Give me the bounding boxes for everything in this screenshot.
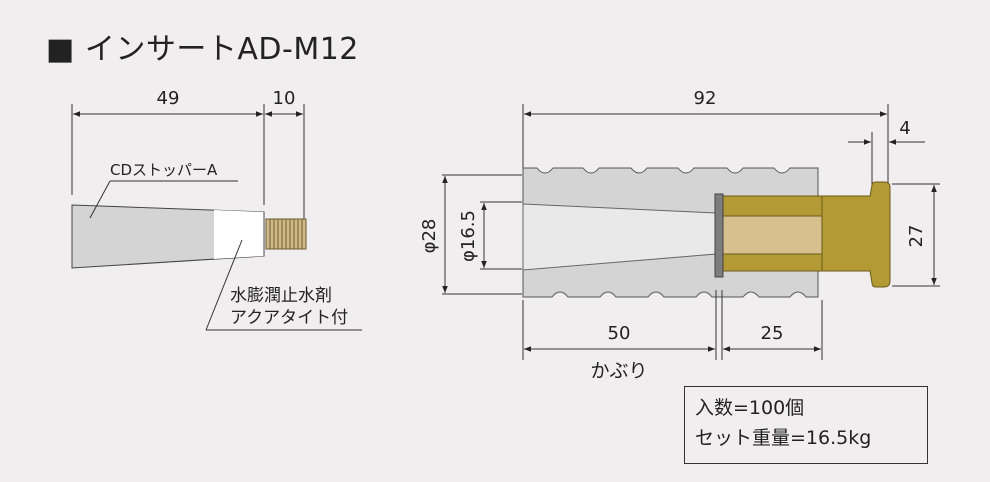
info-box: 入数=100個 セット重量=16.5kg	[684, 386, 928, 464]
dim-flange-label: 4	[899, 118, 910, 139]
dim-insert-label: 25	[761, 323, 784, 344]
left-view: 49 10 CDストッパーA 水膨潤止水剤 アクアタイト付	[71, 88, 362, 331]
label-sealant-line1: 水膨潤止水剤	[230, 286, 332, 306]
label-cover: かぶり	[590, 360, 647, 382]
dim-total-label: 92	[694, 88, 717, 109]
quantity-text: 入数=100個	[695, 397, 805, 419]
label-sealant-line2: アクアタイト付	[230, 308, 348, 328]
leader-stopper	[89, 180, 111, 219]
dim-flange-dia-label: 27	[906, 225, 927, 248]
dim-cover-label: 50	[608, 323, 631, 344]
dim-outer-dia-label: φ28	[419, 219, 440, 254]
insert-flange	[821, 181, 891, 288]
dim-thread-label: 10	[273, 88, 296, 109]
sealant-band	[214, 210, 264, 259]
dim-body-label: 49	[157, 88, 180, 109]
dim-inner-dia-label: φ16.5	[458, 210, 479, 262]
leader-sealant	[205, 239, 243, 331]
insert-thread-bore	[721, 215, 823, 255]
right-view: 92 4 φ28 φ16.5 27	[419, 88, 940, 382]
weight-text: セット重量=16.5kg	[695, 427, 872, 449]
page-title: ■ インサートAD-M12	[46, 32, 359, 67]
washer-plate	[714, 193, 724, 278]
label-stopper: CDストッパーA	[110, 161, 218, 179]
